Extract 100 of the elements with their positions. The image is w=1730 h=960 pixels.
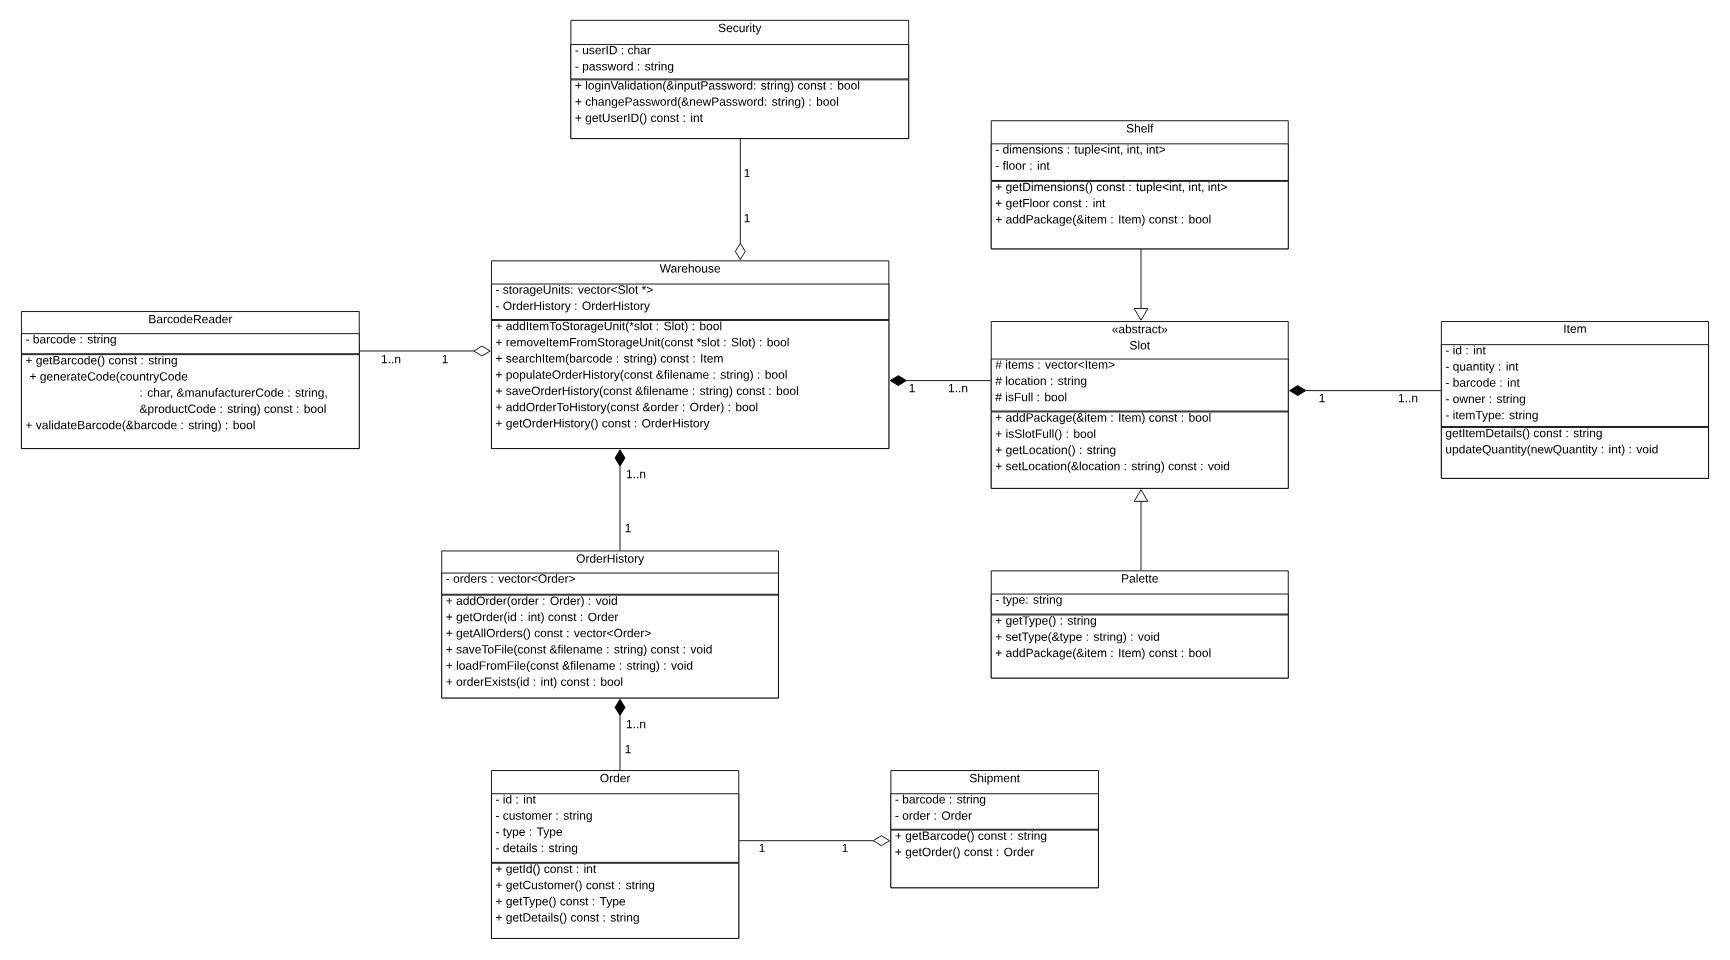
method-text: + getDimensions() const : tuple<int, int, int> [995,182,1227,194]
attribute-compartment [491,793,740,863]
method-text: + getBarcode() const : string [895,831,1047,843]
class-name: Security [718,23,762,35]
multiplicity-label: 1 [442,354,448,364]
method-text: + getCustomer() const : string [496,880,655,892]
attribute-compartment [491,283,890,320]
method-text: + getOrder(id : int) const : Order [446,612,619,624]
method-text: + generateCode(countryCode : char, &manufacturerCode : string, &productCode : string) const : bool [30,371,327,416]
attribute-text: - id : int [1445,345,1486,355]
method-text: + validateBarcode(&barcode : string) : bool [26,420,255,432]
attribute-compartment [21,333,360,355]
class-name: Slot [1129,340,1150,350]
method-text: getItemDetails() const : string [1445,428,1602,440]
attribute-text: # location : string [995,376,1087,388]
method-text: + addOrder(order : Order) : void [446,596,617,608]
multiplicity-label: 1..n [381,354,401,364]
multiplicity-label: 1..n [626,469,646,479]
class-name: Warehouse [659,263,721,273]
method-text: + getType() const : Type [496,896,626,908]
multiplicity-label: 1 [744,213,750,223]
method-text: + setLocation(&location : string) const : void [995,461,1230,473]
attribute-text: # items : vector<Item> [995,360,1115,369]
multiplicity-label: 1..n [626,719,646,729]
method-text: + addOrderToHistory(const &order : Order) : bool [496,402,758,414]
multiplicity-label: 1 [625,523,631,533]
multiplicity-label: 1 [744,168,750,178]
method-text: + orderExists(id : int) const : bool [446,677,623,689]
method-text: + getType() : string [995,615,1096,628]
attribute-text: - OrderHistory : OrderHistory [496,301,650,313]
attribute-text: # isFull : bool [995,392,1067,402]
method-text: + getLocation() : string [995,445,1116,457]
attribute-text: - owner : string [1445,394,1526,406]
method-text: + removeItemFromStorageUnit(const *slot : Slot) : bool [496,337,789,349]
method-text: + addPackage(&item : Item) const : bool [995,412,1211,425]
method-text: + loadFromFile(const &filename : string) : void [446,660,693,673]
multiplicity-label: 1 [842,843,848,853]
method-text: updateQuantity(newQuantity : int) : void [1446,444,1658,456]
attribute-text: - type: string [995,595,1062,607]
generalization-arrow [1133,248,1149,321]
class-name: Item [1564,324,1586,333]
attribute-text: - password : string [575,61,674,73]
attribute-compartment [990,143,1289,181]
method-text: + getOrderHistory() const : OrderHistory [496,418,710,430]
attribute-text: - id : int [496,794,536,804]
method-compartment [990,180,1289,250]
attribute-text: - barcode : string [895,794,986,806]
method-text: + saveToFile(const &filename : string) const : void [446,644,712,656]
attribute-compartment [990,593,1289,615]
attribute-text: - customer : string [496,810,592,823]
class-name: Order [600,773,631,783]
multiplicity-label: 1 [1319,393,1325,403]
attribute-compartment [441,572,779,595]
composition-line [614,449,626,551]
multiplicity-label: 1 [625,744,631,754]
attribute-text: - barcode : string [26,334,116,346]
attribute-text: - quantity : int [1445,361,1519,374]
multiplicity-label: 1..n [1398,393,1418,403]
multiplicity-label: 1..n [948,383,968,393]
multiplicity-label: 1 [909,383,915,393]
class-name: «abstract» [1112,324,1168,334]
class-name: Shipment [969,773,1020,785]
method-compartment [1440,427,1709,479]
attribute-compartment [570,44,910,80]
generalization-arrow [1133,489,1149,571]
attribute-text: - dimensions : tuple<int, int, int> [995,144,1166,157]
class-name: Palette [1122,573,1158,583]
attribute-text: - userID : char [575,45,651,55]
method-compartment [990,411,1289,489]
method-text: + getFloor const : int [995,198,1106,210]
class-name: Shelf [1126,123,1154,133]
method-text: + getOrder() const : Order [895,847,1035,859]
method-text: + getAllOrders() const : vector<Order> [446,628,651,640]
attribute-compartment [1440,344,1709,427]
composition-line [889,375,992,386]
attribute-text: - type : Type [496,827,563,839]
method-text: + loginValidation(&inputPassword: string) const : bool [575,80,860,93]
method-text: + changePassword(&newPassword: string) : bool [575,97,839,109]
method-compartment [491,862,740,939]
method-text: + getBarcode() const : string [26,355,177,367]
class-name: OrderHistory [576,553,645,566]
attribute-text: - floor : int [995,161,1050,170]
composition-line [614,698,626,771]
aggregation-line [359,345,491,357]
method-text: + saveOrderHistory(const &filename : string) const : bool [496,386,798,398]
method-text: + setType(&type : string) : void [995,632,1160,644]
method-text: + populateOrderHistory(const &filename : string) : bool [496,370,787,382]
method-compartment [570,79,910,139]
aggregation-line [734,138,746,260]
attribute-compartment [890,793,1099,830]
method-compartment [890,829,1099,889]
method-text: + getDetails() const : string [496,912,639,925]
attribute-text: - orders : vector<Order> [446,574,575,583]
attribute-text: - details : string [496,843,578,855]
method-text: + addPackage(&item : Item) const : bool [995,648,1211,660]
composition-line [1289,385,1442,396]
attribute-text: - order : Order [895,810,972,820]
multiplicity-label: 1 [759,843,765,853]
attribute-text: - itemType: string [1445,410,1538,422]
attribute-text: - storageUnits: vector<Slot *> [496,285,653,297]
